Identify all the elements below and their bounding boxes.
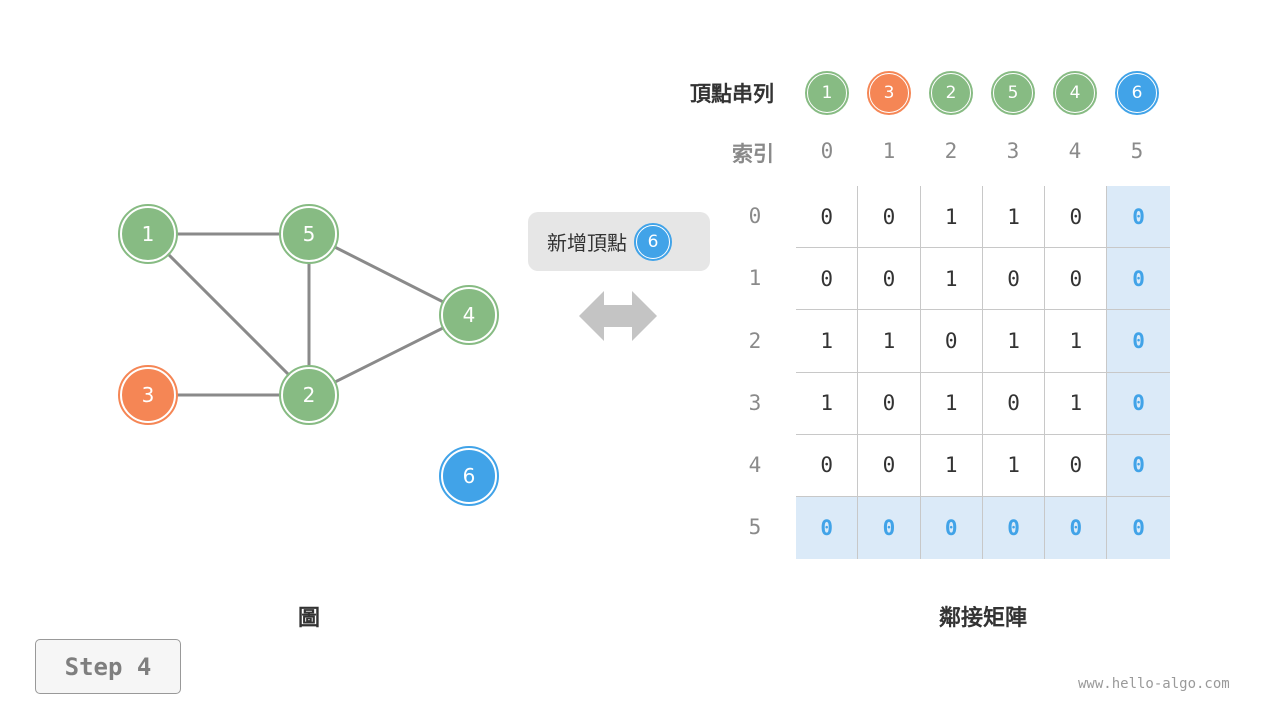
vertex-list-item-2: 2 [929, 71, 973, 115]
matrix-cell: 1 [920, 186, 983, 249]
vertex-list-item-5: 6 [1115, 71, 1159, 115]
matrix-cell: 0 [858, 248, 921, 311]
matrix-cell-new: 0 [1107, 248, 1170, 311]
matrix-cell: 1 [858, 310, 921, 373]
vertex-list-item-4: 4 [1053, 71, 1097, 115]
matrix-cell-new: 0 [1107, 186, 1170, 249]
callout-text: 新增頂點 [547, 231, 627, 255]
col-index-1: 1 [882, 139, 896, 163]
row-index-0: 0 [748, 204, 762, 228]
vertex-list-item-0: 1 [805, 71, 849, 115]
adjacency-matrix: 0 0 1 1 0 0 0 0 1 0 0 0 1 1 0 1 1 0 1 0 … [796, 186, 1170, 560]
matrix-cell: 0 [796, 248, 859, 311]
graph-title: 圖 [297, 606, 320, 631]
graph-node-1: 1 [118, 204, 178, 264]
matrix-cell-new: 0 [796, 496, 859, 560]
matrix-cell-new: 0 [982, 496, 1046, 560]
matrix-cell: 1 [796, 372, 859, 435]
matrix-cell-new: 0 [858, 496, 921, 560]
col-index-4: 4 [1068, 139, 1082, 163]
matrix-cell: 1 [982, 310, 1046, 373]
double-arrow-icon [579, 291, 657, 341]
vertex-list-label: 頂點串列 [690, 82, 774, 106]
matrix-cell: 1 [982, 186, 1046, 249]
step-button[interactable]: Step 4 [35, 639, 181, 694]
matrix-cell: 1 [1045, 310, 1108, 373]
matrix-cell-new: 0 [1107, 496, 1170, 560]
col-index-2: 2 [944, 139, 958, 163]
watermark: www.hello-algo.com [1078, 676, 1230, 692]
matrix-cell: 0 [858, 434, 921, 497]
graph-node-5: 5 [279, 204, 339, 264]
vertex-list-item-3: 5 [991, 71, 1035, 115]
matrix-cell: 0 [1045, 248, 1108, 311]
matrix-cell: 1 [982, 434, 1046, 497]
vertex-list-item-1: 3 [867, 71, 911, 115]
matrix-cell-new: 0 [1107, 372, 1170, 435]
matrix-cell: 0 [920, 310, 983, 373]
matrix-cell: 1 [920, 372, 983, 435]
matrix-cell: 1 [920, 434, 983, 497]
matrix-cell: 0 [858, 186, 921, 249]
matrix-cell: 0 [1045, 186, 1108, 249]
matrix-cell: 1 [920, 248, 983, 311]
graph-node-3: 3 [118, 365, 178, 425]
matrix-cell-new: 0 [920, 496, 983, 560]
row-index-1: 1 [748, 266, 762, 290]
graph-node-6: 6 [439, 446, 499, 506]
row-index-3: 3 [748, 391, 762, 415]
matrix-cell-new: 0 [1045, 496, 1108, 560]
graph-node-4: 4 [439, 285, 499, 345]
matrix-cell: 1 [796, 310, 859, 373]
matrix-cell: 0 [1045, 434, 1108, 497]
col-index-3: 3 [1006, 139, 1020, 163]
graph-node-2: 2 [279, 365, 339, 425]
matrix-cell: 0 [796, 434, 859, 497]
matrix-cell: 0 [982, 372, 1046, 435]
col-index-5: 5 [1130, 139, 1144, 163]
callout-node-6: 6 [634, 222, 672, 261]
add-vertex-callout: 新增頂點 6 [528, 212, 710, 271]
matrix-cell: 0 [982, 248, 1046, 311]
edge-1-2 [146, 232, 311, 397]
matrix-cell-new: 0 [1107, 434, 1170, 497]
row-index-2: 2 [748, 329, 762, 353]
matrix-cell: 1 [1045, 372, 1108, 435]
matrix-cell-new: 0 [1107, 310, 1170, 373]
row-index-4: 4 [748, 453, 762, 477]
row-index-5: 5 [748, 515, 762, 539]
index-label: 索引 [732, 142, 774, 166]
matrix-cell: 0 [796, 186, 859, 249]
col-index-0: 0 [820, 139, 834, 163]
matrix-cell: 0 [858, 372, 921, 435]
matrix-title: 鄰接矩陣 [938, 606, 1027, 631]
